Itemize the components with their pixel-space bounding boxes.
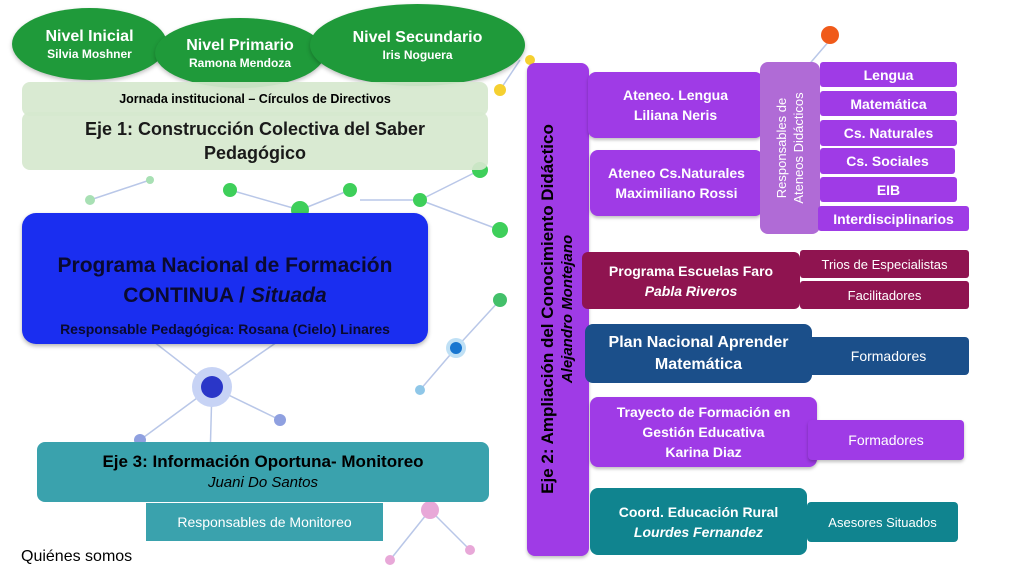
plan-aprender-box: Plan Nacional Aprender Matemática — [585, 324, 812, 383]
ateneo-item-cs-sociales: Cs. Sociales — [820, 148, 955, 174]
trayecto-line1: Trayecto de Formación en — [616, 404, 791, 420]
trios-box: Trios de Especialistas — [800, 250, 969, 278]
jornada-banner: Jornada institucional – Círculos de Dire… — [22, 82, 488, 116]
escuelas-faro-box: Programa Escuelas Faro Pabla Riveros — [582, 252, 800, 309]
responsables-ateneos-line1: Responsables de — [774, 97, 789, 199]
trayecto-box: Trayecto de Formación en Gestión Educati… — [590, 397, 817, 467]
formadores-aprender-label: Formadores — [850, 348, 927, 364]
programa-nacional-box: Programa Nacional de Formación CONTINUA … — [22, 213, 428, 344]
ateneo-cn-line2: Maximiliano Rossi — [615, 185, 738, 201]
plan-aprender-line1: Plan Nacional Aprender — [608, 333, 789, 351]
escuelas-faro-person: Pabla Riveros — [644, 282, 738, 299]
ateneo-item-eib: EIB — [820, 177, 957, 202]
nivel-primario-oval: Nivel Primario Ramona Mendoza — [155, 18, 325, 88]
educacion-rural-person: Lourdes Fernandez — [633, 523, 764, 540]
trayecto-line2: Gestión Educativa — [642, 424, 765, 440]
ateneo-item-label: Interdisciplinarios — [833, 210, 954, 227]
eje3-box: Eje 3: Información Oportuna- Monitoreo J… — [37, 442, 489, 502]
ateneo-item-matematica: Matemática — [820, 91, 957, 116]
ateneo-lengua-line1: Ateneo. Lengua — [622, 87, 728, 103]
formadores-trayecto-label: Formadores — [848, 432, 924, 448]
ateneo-item-label: Cs. Sociales — [846, 153, 929, 169]
ateneo-item-label: EIB — [876, 181, 901, 198]
nivel-primario-person: Ramona Mendoza — [188, 55, 291, 70]
eje2-person: Alejandro Montejano — [559, 234, 576, 384]
nivel-inicial-oval: Nivel Inicial Silvia Moshner — [12, 8, 167, 80]
programa-title-line2: CONTINUA / — [123, 284, 251, 307]
facilitadores-box: Facilitadores — [800, 281, 969, 309]
escuelas-faro-title: Programa Escuelas Faro — [608, 262, 774, 279]
ateneo-lengua-box: Ateneo. Lengua Liliana Neris — [588, 72, 763, 138]
nivel-inicial-title: Nivel Inicial — [45, 27, 134, 45]
responsables-ateneos-box: Responsables de Ateneos Didácticos — [760, 62, 820, 234]
facilitadores-label: Facilitadores — [847, 287, 922, 303]
educacion-rural-title: Coord. Educación Rural — [618, 503, 779, 520]
ateneo-item-label: Matemática — [850, 95, 927, 112]
responsables-ateneos-line2: Ateneos Didácticos — [791, 92, 806, 204]
educacion-rural-box: Coord. Educación Rural Lourdes Fernandez — [590, 488, 807, 555]
programa-responsable: Responsable Pedagógica: Rosana (Cielo) L… — [60, 321, 390, 337]
nivel-primario-title: Nivel Primario — [186, 36, 294, 54]
plan-aprender-line2: Matemática — [654, 355, 743, 373]
nivel-secundario-title: Nivel Secundario — [352, 28, 483, 46]
ateneo-item-cs-naturales: Cs. Naturales — [820, 120, 957, 146]
ateneo-cn-line1: Ateneo Cs.Naturales — [608, 165, 745, 181]
responsables-monitoreo-label: Responsables de Monitoreo — [177, 514, 352, 530]
nivel-secundario-oval: Nivel Secundario Iris Noguera — [310, 4, 525, 86]
jornada-label: Jornada institucional – Círculos de Dire… — [119, 92, 391, 106]
nivel-secundario-person: Iris Noguera — [382, 47, 453, 62]
eje3-title: Eje 3: Información Oportuna- Monitoreo — [102, 452, 424, 471]
quienes-somos-label: Quiénes somos — [21, 548, 133, 565]
formadores-trayecto-box: Formadores — [808, 420, 964, 460]
ateneo-cn-box: Ateneo Cs.Naturales Maximiliano Rossi — [590, 150, 763, 216]
eje1-title: Eje 1: Construcción Colectiva del Saber … — [84, 119, 426, 163]
formadores-aprender-box: Formadores — [808, 337, 969, 375]
programa-title-italic: Situada — [250, 284, 327, 307]
eje2-box: Eje 2: Ampliación del Conocimiento Didác… — [527, 63, 589, 556]
nivel-inicial-person: Silvia Moshner — [47, 46, 132, 61]
asesores-label: Asesores Situados — [828, 514, 937, 530]
eje2-title: Eje 2: Ampliación del Conocimiento Didác… — [538, 124, 557, 494]
responsables-monitoreo-box: Responsables de Monitoreo — [146, 503, 383, 541]
asesores-box: Asesores Situados — [807, 502, 958, 542]
eje1-box: Eje 1: Construcción Colectiva del Saber … — [22, 112, 488, 170]
ateneo-item-lengua: Lengua — [820, 62, 957, 87]
ateneo-lengua-line2: Liliana Neris — [633, 107, 718, 123]
ateneo-item-interdisciplinarios: Interdisciplinarios — [818, 206, 969, 231]
programa-title-line1: Programa Nacional de Formación — [57, 254, 393, 277]
ateneo-item-label: Lengua — [863, 66, 914, 83]
trayecto-line3: Karina Diaz — [665, 444, 742, 460]
eje3-person: Juani Do Santos — [207, 474, 319, 491]
ateneo-item-label: Cs. Naturales — [843, 125, 934, 141]
trios-label: Trios de Especialistas — [821, 256, 948, 272]
